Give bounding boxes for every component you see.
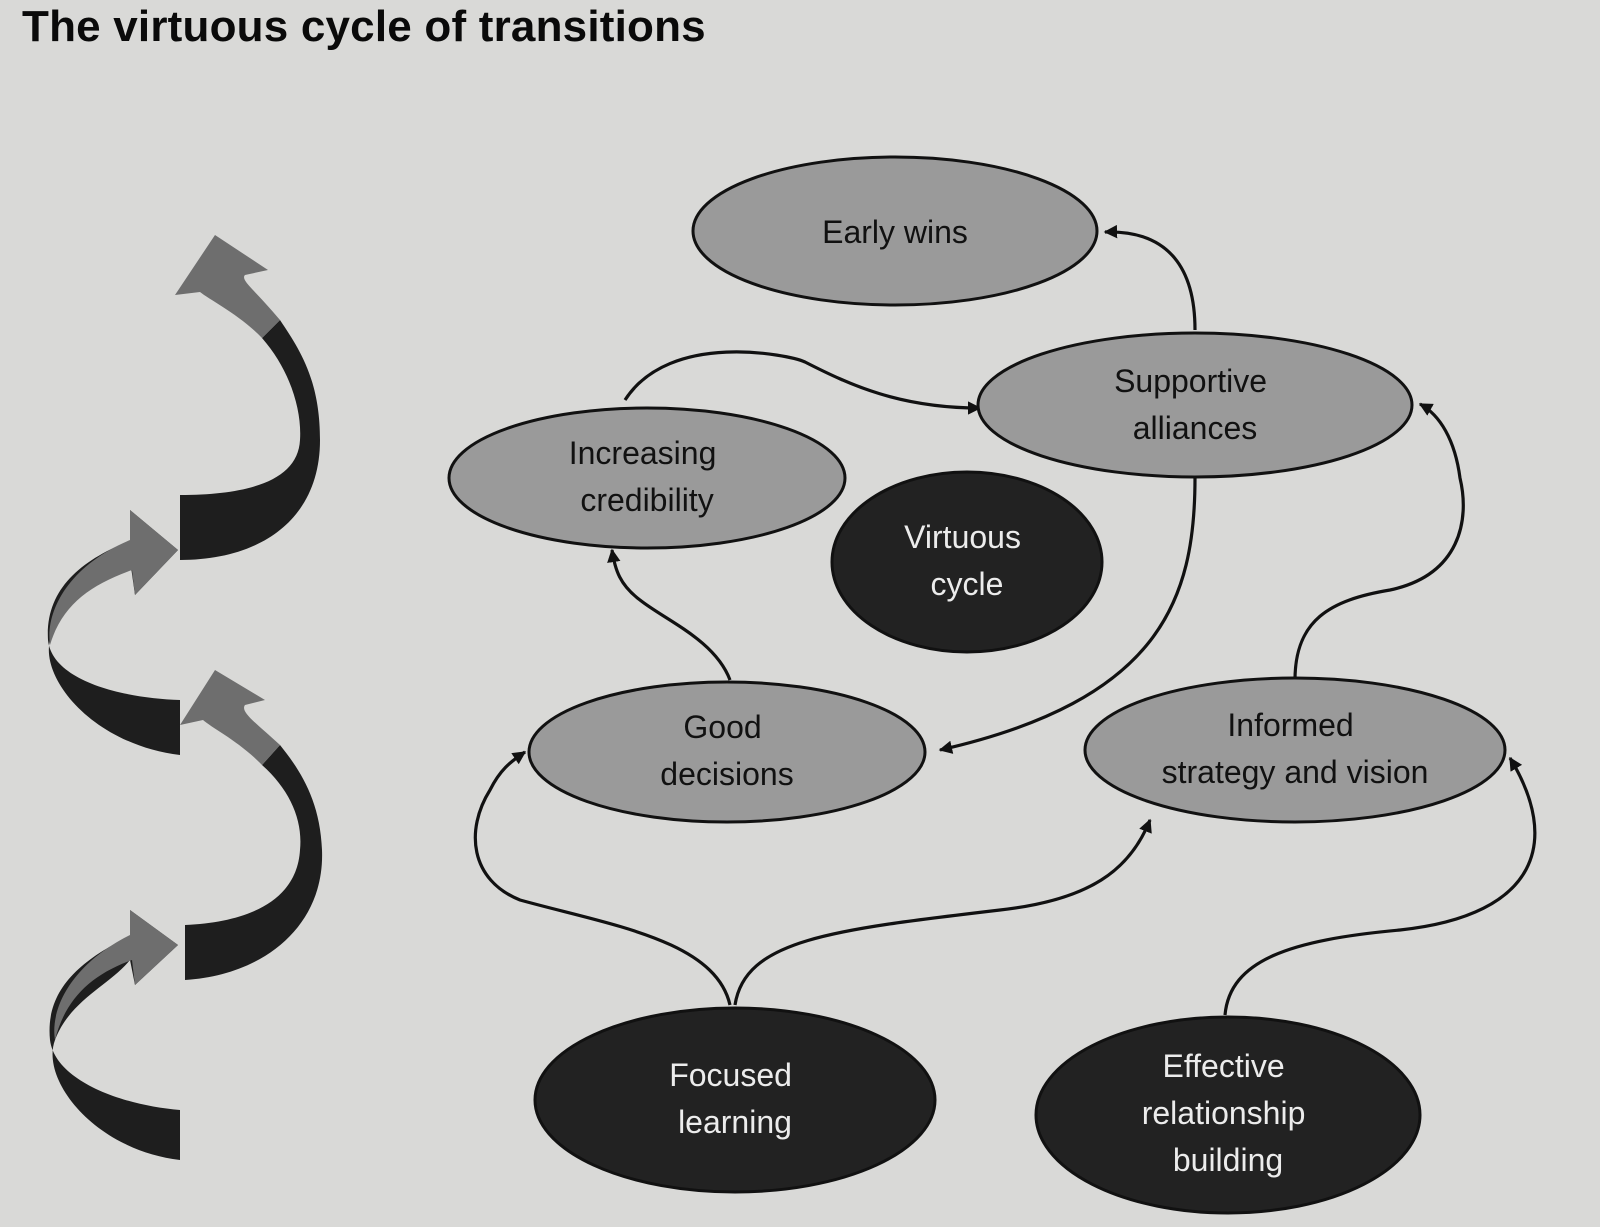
node-increasing-credibility-line-2: credibility (580, 482, 713, 518)
edge-credibility-to-alliances (623, 350, 982, 415)
edge-learning-to-strategy (733, 818, 1152, 1006)
svg-text:Focused learning: Focused learning (669, 1057, 801, 1140)
node-good-decisions-line-1: Good (683, 709, 761, 745)
node-effective-relationship-line-1: Effective (1162, 1048, 1284, 1084)
svg-text:Effective relationship: Effective relationship building (1142, 1048, 1315, 1178)
node-good-decisions-line-2: decisions (660, 756, 793, 792)
node-effective-relationship-line-3: building (1173, 1142, 1283, 1178)
node-supportive-alliances: Supportive alliances (976, 331, 1414, 479)
node-informed-strategy-line-2: strategy and vision (1162, 754, 1429, 790)
node-supportive-alliances-line-2: alliances (1133, 410, 1258, 446)
node-supportive-alliances-line-1: Supportive (1114, 363, 1267, 399)
spiral-arrow-icon (47, 235, 323, 1160)
node-effective-relationship: Effective relationship building (1034, 1015, 1422, 1215)
figure-title: The virtuous cycle of transitions (22, 2, 706, 51)
edge-learning-to-decisions (473, 750, 732, 1006)
node-informed-strategy-line-1: Informed (1227, 707, 1353, 743)
node-informed-strategy: Informed strategy and vision (1083, 676, 1507, 824)
edge-alliances-to-decisions (938, 477, 1197, 754)
node-early-wins-line-1: Early wins (822, 214, 968, 250)
node-focused-learning-line-2: learning (678, 1104, 792, 1140)
node-focused-learning-line-1: Focused (669, 1057, 792, 1093)
node-focused-learning: Focused learning (533, 1006, 937, 1194)
svg-text:Good decisions: Good decisions (660, 709, 793, 792)
node-increasing-credibility-line-1: Increasing (569, 435, 717, 471)
node-increasing-credibility: Increasing credibility (447, 406, 847, 550)
svg-text:Early wins: Early wins (822, 214, 968, 250)
svg-text:Supportive alliances: Supportive alliances (1114, 363, 1276, 446)
node-early-wins: Early wins (691, 155, 1099, 307)
node-virtuous-cycle-line-1: Virtuous (904, 519, 1021, 555)
edge-relationship-to-strategy (1223, 756, 1537, 1016)
node-effective-relationship-line-2: relationship (1142, 1095, 1306, 1131)
edge-decisions-to-credibility (607, 548, 732, 681)
edge-strategy-to-alliances (1293, 402, 1465, 681)
node-good-decisions: Good decisions (527, 680, 927, 824)
svg-text:Increasing credibility: Increasing credibility (569, 435, 726, 518)
svg-text:Virtuous cycle: Virtuous cycle (904, 519, 1030, 602)
svg-text:Informed strategy and vi: Informed strategy and vision (1162, 707, 1429, 790)
edge-alliances-to-earlywins (1103, 224, 1197, 331)
node-virtuous-cycle-line-2: cycle (931, 566, 1004, 602)
node-virtuous-cycle: Virtuous cycle (830, 470, 1104, 654)
